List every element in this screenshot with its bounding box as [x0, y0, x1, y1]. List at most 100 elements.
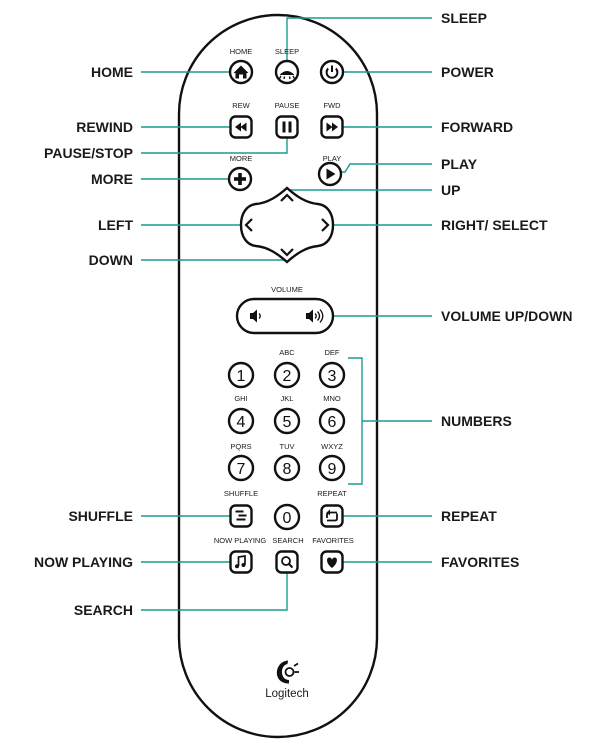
- label-sleep: SLEEP: [441, 10, 487, 26]
- key-3[interactable]: 3: [318, 361, 346, 389]
- sleep-icon: [278, 71, 296, 80]
- print-pause: PAUSE: [275, 101, 300, 110]
- key-6-label: 6: [328, 414, 337, 431]
- right-arrow-icon[interactable]: [321, 218, 330, 232]
- callout-labels: SLEEP HOME POWER REWIND FORWARD PAUSE/ST…: [34, 10, 573, 618]
- print-more: MORE: [230, 154, 253, 163]
- house-icon: [233, 65, 249, 79]
- more-button[interactable]: [227, 166, 253, 192]
- key-0[interactable]: 0: [273, 503, 301, 531]
- print-ghi: GHI: [234, 394, 247, 403]
- remote-printed-labels: HOME SLEEP REW PAUSE FWD MORE PLAY VOLUM…: [214, 47, 354, 545]
- leader-pause: [141, 136, 288, 154]
- up-arrow-icon[interactable]: [280, 193, 294, 202]
- key-7-label: 7: [237, 461, 246, 478]
- label-more: MORE: [91, 171, 133, 187]
- key-2[interactable]: 2: [273, 361, 301, 389]
- forward-button[interactable]: [320, 115, 344, 139]
- print-repeat: REPEAT: [317, 489, 347, 498]
- logitech-face-logo-icon: [276, 660, 299, 684]
- label-numbers: NUMBERS: [441, 413, 512, 429]
- repeat-button[interactable]: [320, 504, 344, 528]
- fast-forward-icon: [326, 122, 338, 132]
- shuffle-icon: [235, 510, 247, 521]
- sleep-button[interactable]: [274, 59, 300, 85]
- logitech-wordmark: Logitech: [265, 688, 308, 700]
- rewind-button[interactable]: [229, 115, 253, 139]
- label-shuffle: SHUFFLE: [68, 508, 133, 524]
- shuffle-button[interactable]: [229, 504, 253, 528]
- print-now-playing: NOW PLAYING: [214, 536, 267, 545]
- print-abc: ABC: [279, 348, 295, 357]
- print-jkl: JKL: [281, 394, 294, 403]
- volume-up-icon[interactable]: [306, 309, 324, 323]
- pause-button[interactable]: [275, 115, 299, 139]
- logitech-logo: Logitech: [265, 660, 309, 700]
- print-def: DEF: [325, 348, 340, 357]
- print-play: PLAY: [323, 154, 342, 163]
- volume-down-icon[interactable]: [250, 309, 261, 323]
- key-9-label: 9: [328, 461, 337, 478]
- keypad: 1 2 3 4 5 6 7 8 9 0: [227, 361, 346, 531]
- key-1[interactable]: 1: [227, 361, 255, 389]
- print-wxyz: WXYZ: [321, 442, 343, 451]
- print-pqrs: PQRS: [230, 442, 251, 451]
- label-right-select: RIGHT/ SELECT: [441, 217, 548, 233]
- power-icon: [325, 65, 339, 79]
- key-8-label: 8: [283, 461, 292, 478]
- print-rew: REW: [232, 101, 250, 110]
- key-4[interactable]: 4: [227, 407, 255, 435]
- key-7[interactable]: 7: [227, 454, 255, 482]
- print-tuv: TUV: [280, 442, 295, 451]
- label-pause-stop: PAUSE/STOP: [44, 145, 133, 161]
- pause-icon: [282, 121, 292, 133]
- play-icon: [326, 168, 336, 180]
- key-5[interactable]: 5: [273, 407, 301, 435]
- power-button[interactable]: [319, 59, 345, 85]
- label-up: UP: [441, 182, 460, 198]
- rewind-icon: [235, 122, 247, 132]
- search-button[interactable]: [275, 550, 299, 574]
- down-arrow-icon[interactable]: [280, 248, 294, 257]
- print-home: HOME: [230, 47, 253, 56]
- navigation-pad[interactable]: [239, 186, 335, 264]
- print-mno: MNO: [323, 394, 341, 403]
- music-note-icon: [235, 555, 246, 569]
- label-favorites: FAVORITES: [441, 554, 519, 570]
- key-9[interactable]: 9: [318, 454, 346, 482]
- label-home: HOME: [91, 64, 133, 80]
- label-down: DOWN: [89, 252, 133, 268]
- heart-icon: [327, 557, 337, 568]
- now-playing-button[interactable]: [229, 550, 253, 574]
- label-now-playing: NOW PLAYING: [34, 554, 133, 570]
- favorites-button[interactable]: [320, 550, 344, 574]
- label-power: POWER: [441, 64, 494, 80]
- leader-search: [141, 571, 288, 611]
- play-button[interactable]: [317, 161, 343, 187]
- print-search: SEARCH: [272, 536, 303, 545]
- print-fwd: FWD: [323, 101, 341, 110]
- key-8[interactable]: 8: [273, 454, 301, 482]
- key-5-label: 5: [283, 414, 292, 431]
- label-volume-up-down: VOLUME UP/DOWN: [441, 308, 572, 324]
- label-rewind: REWIND: [76, 119, 133, 135]
- key-0-label: 0: [283, 510, 292, 527]
- key-3-label: 3: [328, 368, 337, 385]
- key-2-label: 2: [283, 368, 292, 385]
- home-button[interactable]: [228, 59, 254, 85]
- key-6[interactable]: 6: [318, 407, 346, 435]
- plus-icon: [234, 173, 246, 185]
- repeat-icon: [326, 509, 338, 522]
- key-4-label: 4: [237, 414, 246, 431]
- left-arrow-icon[interactable]: [244, 218, 253, 232]
- label-repeat: REPEAT: [441, 508, 497, 524]
- print-shuffle: SHUFFLE: [224, 489, 258, 498]
- print-sleep: SLEEP: [275, 47, 299, 56]
- leader-sleep: [286, 17, 432, 62]
- print-volume: VOLUME: [271, 285, 303, 294]
- label-forward: FORWARD: [441, 119, 513, 135]
- volume-rocker[interactable]: [235, 297, 335, 335]
- label-left: LEFT: [98, 217, 133, 233]
- key-1-label: 1: [237, 368, 246, 385]
